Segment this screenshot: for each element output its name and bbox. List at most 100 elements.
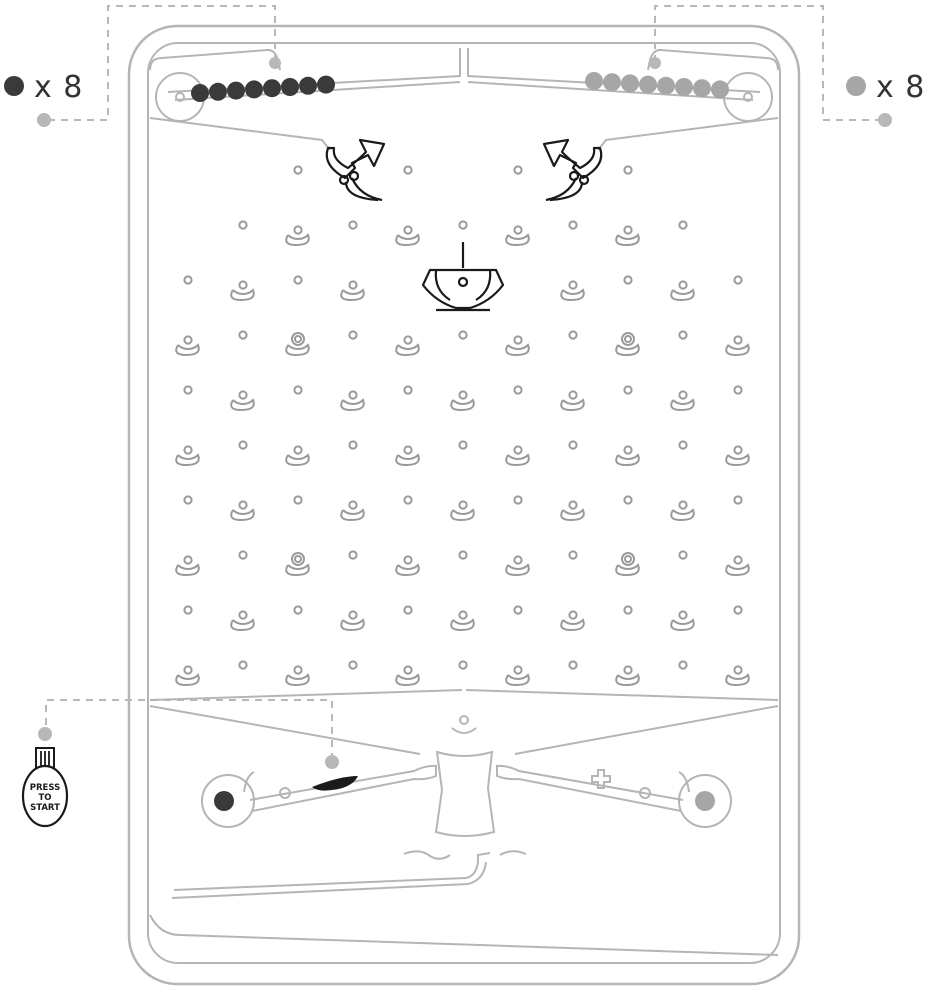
bumper-cup xyxy=(506,446,529,465)
bumper-cup xyxy=(561,281,584,300)
peg xyxy=(239,441,246,448)
peg xyxy=(404,496,411,503)
bumper-cup xyxy=(451,391,474,410)
peg xyxy=(734,386,741,393)
bumper-cup xyxy=(561,611,584,630)
queued-ball xyxy=(263,79,281,97)
peg xyxy=(679,331,686,338)
peg xyxy=(624,386,631,393)
peg xyxy=(569,221,576,228)
bumper-cup xyxy=(451,611,474,630)
bumper-cup xyxy=(616,446,639,465)
bumper-cup xyxy=(561,391,584,410)
bumper-cup xyxy=(451,501,474,520)
callout-dot xyxy=(38,727,52,741)
peg xyxy=(459,661,466,668)
peg xyxy=(349,661,356,668)
press-to-start-button[interactable]: PRESS TO START xyxy=(23,748,67,826)
bumper-cup xyxy=(286,226,309,245)
bumper-cup xyxy=(726,666,749,685)
bumper-cup xyxy=(286,666,309,685)
bumper-cup xyxy=(671,391,694,410)
bumper-cup xyxy=(396,556,419,575)
queued-ball xyxy=(317,76,335,94)
bumper-cup xyxy=(671,501,694,520)
peg xyxy=(459,221,466,228)
peg xyxy=(349,551,356,558)
peg xyxy=(514,606,521,613)
queued-ball xyxy=(639,76,657,94)
queued-ball xyxy=(281,78,299,96)
left-launcher[interactable] xyxy=(327,140,384,200)
callout-dot xyxy=(325,755,339,769)
queued-ball xyxy=(675,78,693,96)
bumper-cup xyxy=(286,446,309,465)
right-flipper[interactable] xyxy=(497,766,731,827)
press-label-line3: START xyxy=(30,803,60,813)
queued-ball xyxy=(693,79,711,97)
peg xyxy=(294,386,301,393)
bumper-cup xyxy=(616,226,639,245)
bumper-cup xyxy=(341,611,364,630)
peg xyxy=(349,221,356,228)
peg xyxy=(569,661,576,668)
peg xyxy=(294,276,301,283)
peg xyxy=(624,276,631,283)
bumper-cup xyxy=(231,391,254,410)
peg xyxy=(734,606,741,613)
bumper-cup xyxy=(616,666,639,685)
top-rails xyxy=(150,48,778,150)
queued-ball xyxy=(299,77,317,95)
peg xyxy=(239,221,246,228)
peg xyxy=(239,551,246,558)
bumper-cup xyxy=(671,611,694,630)
peg xyxy=(679,221,686,228)
peg xyxy=(514,166,521,173)
queued-ball xyxy=(245,80,263,98)
peg xyxy=(679,551,686,558)
bumper-cup xyxy=(176,446,199,465)
peg xyxy=(184,276,191,283)
queued-ball xyxy=(585,72,603,90)
peg xyxy=(624,496,631,503)
left-flipper[interactable] xyxy=(202,766,436,827)
bumper-cup xyxy=(506,336,529,355)
peg xyxy=(184,386,191,393)
queued-ball xyxy=(227,82,245,100)
left-ball-queue xyxy=(191,76,335,102)
bumper-cup xyxy=(341,391,364,410)
bumper-cup xyxy=(341,281,364,300)
bumper-cup xyxy=(396,666,419,685)
peg xyxy=(569,331,576,338)
peg xyxy=(404,386,411,393)
press-label-line2: TO xyxy=(38,793,51,803)
bumper-cup xyxy=(506,666,529,685)
queued-ball xyxy=(621,74,639,92)
callout-dot xyxy=(878,113,892,127)
bumper-cup xyxy=(231,501,254,520)
callout-dot xyxy=(37,113,51,127)
bumper-cup xyxy=(506,556,529,575)
peg xyxy=(734,496,741,503)
queued-ball xyxy=(657,77,675,95)
bumper-cup-large xyxy=(286,333,309,355)
bumper-cup xyxy=(231,281,254,300)
bumper-cup xyxy=(671,281,694,300)
bumper-cup xyxy=(176,666,199,685)
peg xyxy=(459,441,466,448)
peg xyxy=(184,606,191,613)
bumper-cup-large xyxy=(286,553,309,575)
queued-ball xyxy=(209,83,227,101)
bumper-cup-large xyxy=(616,553,639,575)
peg xyxy=(459,551,466,558)
peg xyxy=(404,166,411,173)
peg xyxy=(459,331,466,338)
queued-ball xyxy=(603,73,621,91)
bumper-cup xyxy=(561,501,584,520)
right-launcher[interactable] xyxy=(544,140,601,200)
cup-target-icon xyxy=(423,242,503,310)
peg xyxy=(239,661,246,668)
bumper-cup xyxy=(396,446,419,465)
left-flipper-paddle xyxy=(312,776,358,791)
bumper-cup xyxy=(726,336,749,355)
